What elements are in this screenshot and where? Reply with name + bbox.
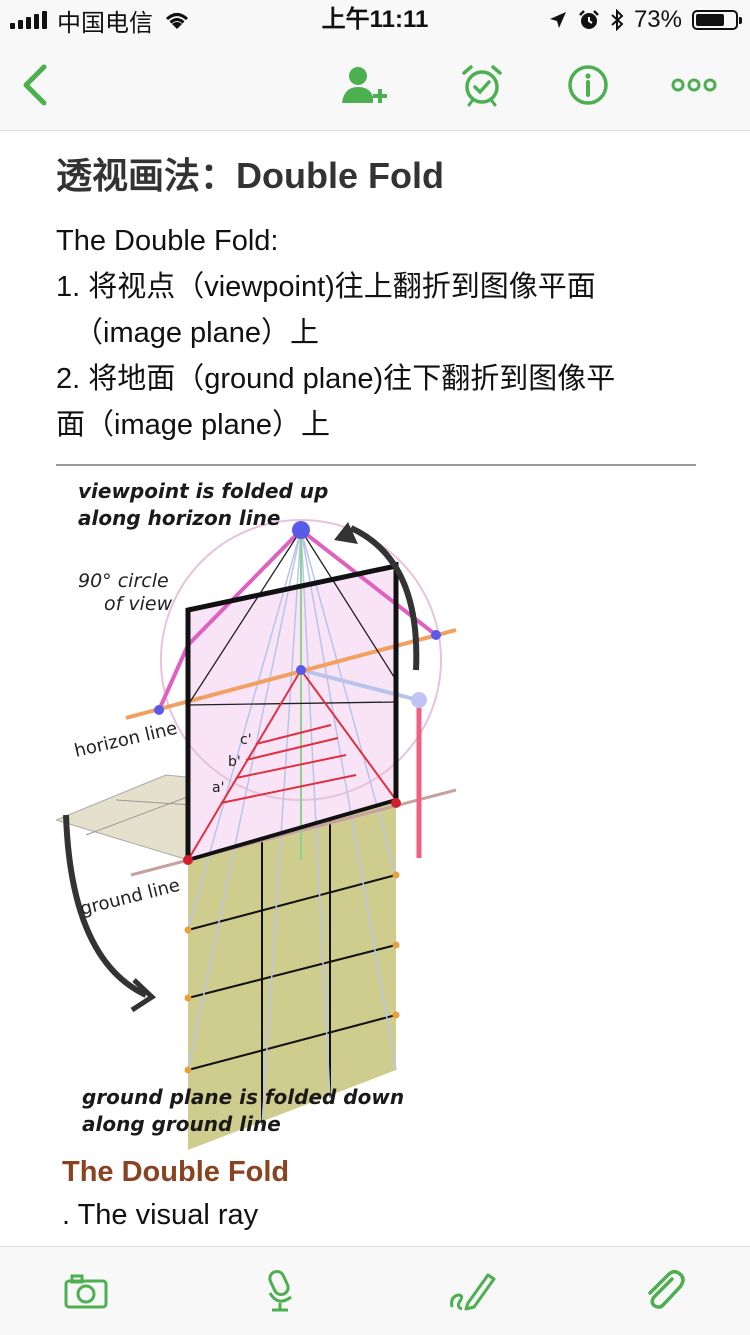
label-bottom1: ground plane is folded down <box>82 1085 404 1109</box>
bluetooth-icon <box>611 9 624 31</box>
nav-bar <box>0 40 750 131</box>
label-ground: ground line <box>78 875 182 920</box>
camera-button[interactable] <box>46 1247 126 1335</box>
alarm-clock-icon <box>462 65 502 107</box>
status-bar: 中国电信 上午11:11 73% <box>0 0 750 40</box>
reminder-button[interactable] <box>452 40 512 130</box>
label-top1: viewpoint is folded up <box>78 479 328 503</box>
caption-line[interactable]: . The visual ray <box>62 1199 259 1231</box>
audio-button[interactable] <box>240 1247 320 1335</box>
label-c: c' <box>240 732 252 748</box>
note-line: 1. 将视点（viewpoint)往上翻折到图像平面 <box>56 271 596 303</box>
label-horizon: horizon line <box>72 718 179 762</box>
fold-up-arrow <box>349 525 420 671</box>
divider <box>56 464 696 466</box>
horizon-line <box>125 628 457 720</box>
folded-ground-plane <box>188 800 396 1150</box>
bottom-toolbar <box>0 1246 750 1335</box>
label-bottom2: along ground line <box>82 1112 281 1136</box>
label-b: b' <box>228 754 241 770</box>
sketch-button[interactable] <box>432 1247 512 1335</box>
camera-icon <box>64 1274 108 1309</box>
note-body[interactable]: The Double Fold: 1. 将视点（viewpoint)往上翻折到图… <box>56 218 696 448</box>
label-a: a' <box>212 780 224 796</box>
fold-down-arrow <box>63 814 148 998</box>
note-content[interactable]: 透视画法：Double Fold The Double Fold: 1. 将视点… <box>56 140 696 466</box>
carrier-label: 中国电信 <box>57 9 153 37</box>
more-icon <box>671 78 717 92</box>
microphone-icon <box>268 1269 292 1312</box>
note-line: 2. 将地面（ground plane)往下翻折到图像平 <box>56 363 616 395</box>
note-line: （image plane）上 <box>74 317 319 349</box>
attachment-button[interactable] <box>624 1247 704 1335</box>
more-button[interactable] <box>664 40 724 130</box>
status-time: 上午11:11 <box>321 6 429 33</box>
note-info-button[interactable] <box>558 40 618 130</box>
handwriting-icon <box>450 1273 496 1311</box>
diagram-svg: viewpoint is folded up along horizon lin… <box>54 479 457 1150</box>
viewpoint-dot <box>292 521 310 539</box>
status-right: 73% <box>548 4 742 36</box>
note-title[interactable]: 透视画法：Double Fold <box>56 155 444 196</box>
signal-icon <box>10 11 47 29</box>
alarm-icon <box>579 10 599 29</box>
label-top2: along horizon line <box>78 506 280 530</box>
back-chevron-icon <box>23 64 47 106</box>
battery-icon <box>692 10 742 30</box>
info-icon <box>568 65 608 105</box>
status-left: 中国电信 <box>10 4 191 37</box>
caption-title[interactable]: The Double Fold <box>62 1156 290 1188</box>
picture-frame <box>185 563 397 860</box>
label-circle1: 90° circle <box>78 570 169 592</box>
battery-percent: 73% <box>633 6 682 33</box>
battery-level <box>696 14 724 26</box>
share-note-button[interactable] <box>334 40 394 130</box>
label-circle2: of view <box>104 593 173 615</box>
location-arrow-icon <box>549 12 566 28</box>
back-button[interactable] <box>10 40 60 130</box>
note-line: 面（image plane）上 <box>56 409 330 441</box>
double-fold-diagram[interactable]: viewpoint is folded up along horizon lin… <box>54 470 466 1150</box>
note-line: The Double Fold: <box>56 225 279 257</box>
wifi-icon <box>165 13 189 29</box>
add-person-icon <box>342 67 387 103</box>
attachment-icon <box>648 1270 685 1309</box>
